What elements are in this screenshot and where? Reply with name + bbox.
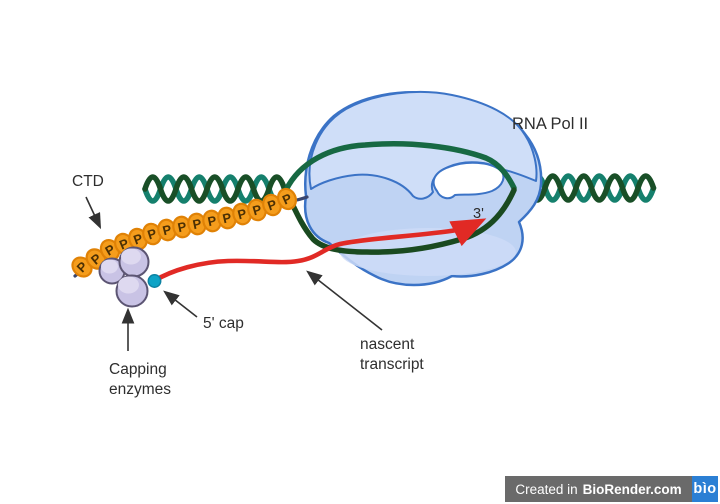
dna-strand-teal: [142, 174, 288, 204]
five-prime-cap-arrow: [163, 290, 198, 318]
biorender-watermark-bar[interactable]: Created in BioRender.com: [505, 476, 692, 502]
ctd-bead: P: [142, 222, 162, 246]
annotation-arrows: [85, 196, 383, 351]
nascent-transcript-arrow: [306, 270, 383, 331]
rna-polymerase-body: [303, 90, 543, 287]
ctd-bead: P: [172, 215, 192, 239]
nascent-transcript-strand: [151, 218, 487, 284]
biorender-watermark[interactable]: Created in BioRender.com bìo: [505, 476, 718, 502]
nascent-transcript-label-line2: transcript: [360, 355, 424, 373]
watermark-prefix: Created in: [515, 481, 578, 497]
phospho-label: P: [191, 216, 203, 233]
ctd-arrow: [85, 196, 102, 230]
nascent-transcript-label-line1: nascent: [360, 336, 415, 353]
five-prime-cap-dot: [147, 274, 162, 288]
capping-enzymes-label-line1: Capping: [109, 361, 167, 378]
ctd-bead: P: [157, 218, 177, 242]
dna-helix-upstream: [142, 174, 288, 204]
capping-enzyme-sphere: [115, 274, 149, 308]
ctd-label: CTD: [72, 173, 104, 190]
capping-enzyme-sphere: [118, 246, 150, 278]
watermark-brand: BioRender.com: [582, 481, 682, 497]
biorender-logo-icon[interactable]: bìo: [692, 476, 718, 502]
capping-enzymes-label-line2: enzymes: [109, 380, 172, 398]
phospho-label: P: [176, 219, 188, 236]
ctd-bead: P: [276, 187, 298, 211]
exiting-dna-strand: [283, 141, 517, 193]
nascent-transcript-label: nascent transcript: [360, 335, 424, 374]
phospho-label: P: [221, 210, 233, 227]
phospho-label: P: [206, 213, 218, 230]
capping-enzymes-cluster: [98, 246, 150, 308]
rna-pol-ii-label: RNA Pol II: [512, 115, 589, 133]
phospho-label: P: [161, 222, 173, 239]
polymerase-cleft-hole: [432, 161, 505, 200]
five-prime-cap-label: 5' cap: [203, 315, 244, 332]
capping-enzymes-label: Capping enzymes: [109, 360, 171, 399]
three-prime-label: 3': [473, 206, 484, 222]
phospho-label: P: [236, 206, 249, 223]
ctd-bead: P: [232, 202, 252, 226]
